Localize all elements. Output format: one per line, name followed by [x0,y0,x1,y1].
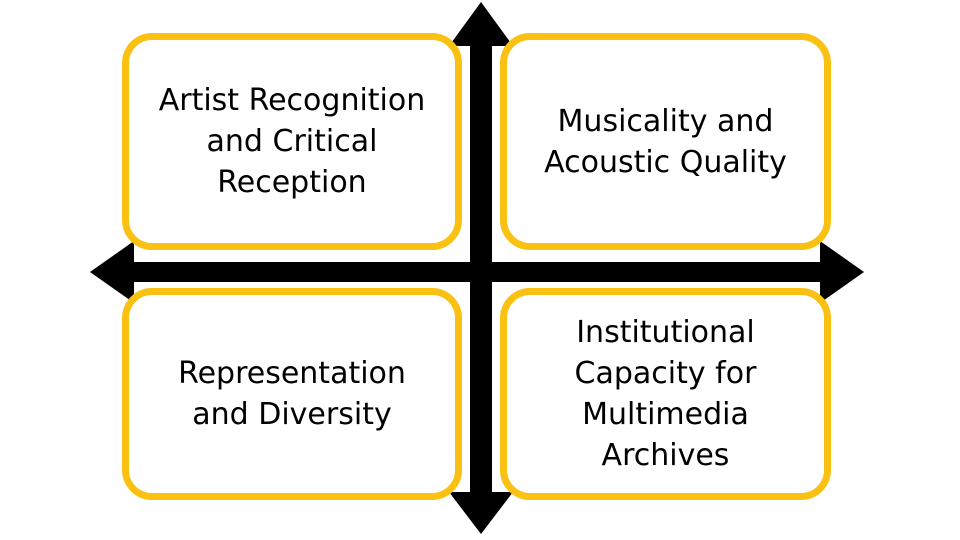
quadrant-box-top-right[interactable]: Musicality and Acoustic Quality [500,33,831,250]
quadrant-box-top-left[interactable]: Artist Recognition and Critical Receptio… [122,33,462,250]
arrow-left-icon [90,241,134,303]
quadrant-label-bottom-right: Institutional Capacity for Multimedia Ar… [574,315,757,473]
quadrant-box-bottom-left[interactable]: Representation and Diversity [122,288,462,500]
quadrant-label-bottom-left: Representation and Diversity [178,356,406,432]
arrow-down-icon [449,492,513,534]
arrow-right-icon [820,241,864,303]
horizontal-axis-shaft [120,262,836,282]
arrow-up-icon [449,2,513,46]
quadrant-label-top-right: Musicality and Acoustic Quality [544,103,787,180]
quadrant-box-bottom-right[interactable]: Institutional Capacity for Multimedia Ar… [500,288,831,500]
quadrant-label-top-left: Artist Recognition and Critical Receptio… [158,83,426,200]
